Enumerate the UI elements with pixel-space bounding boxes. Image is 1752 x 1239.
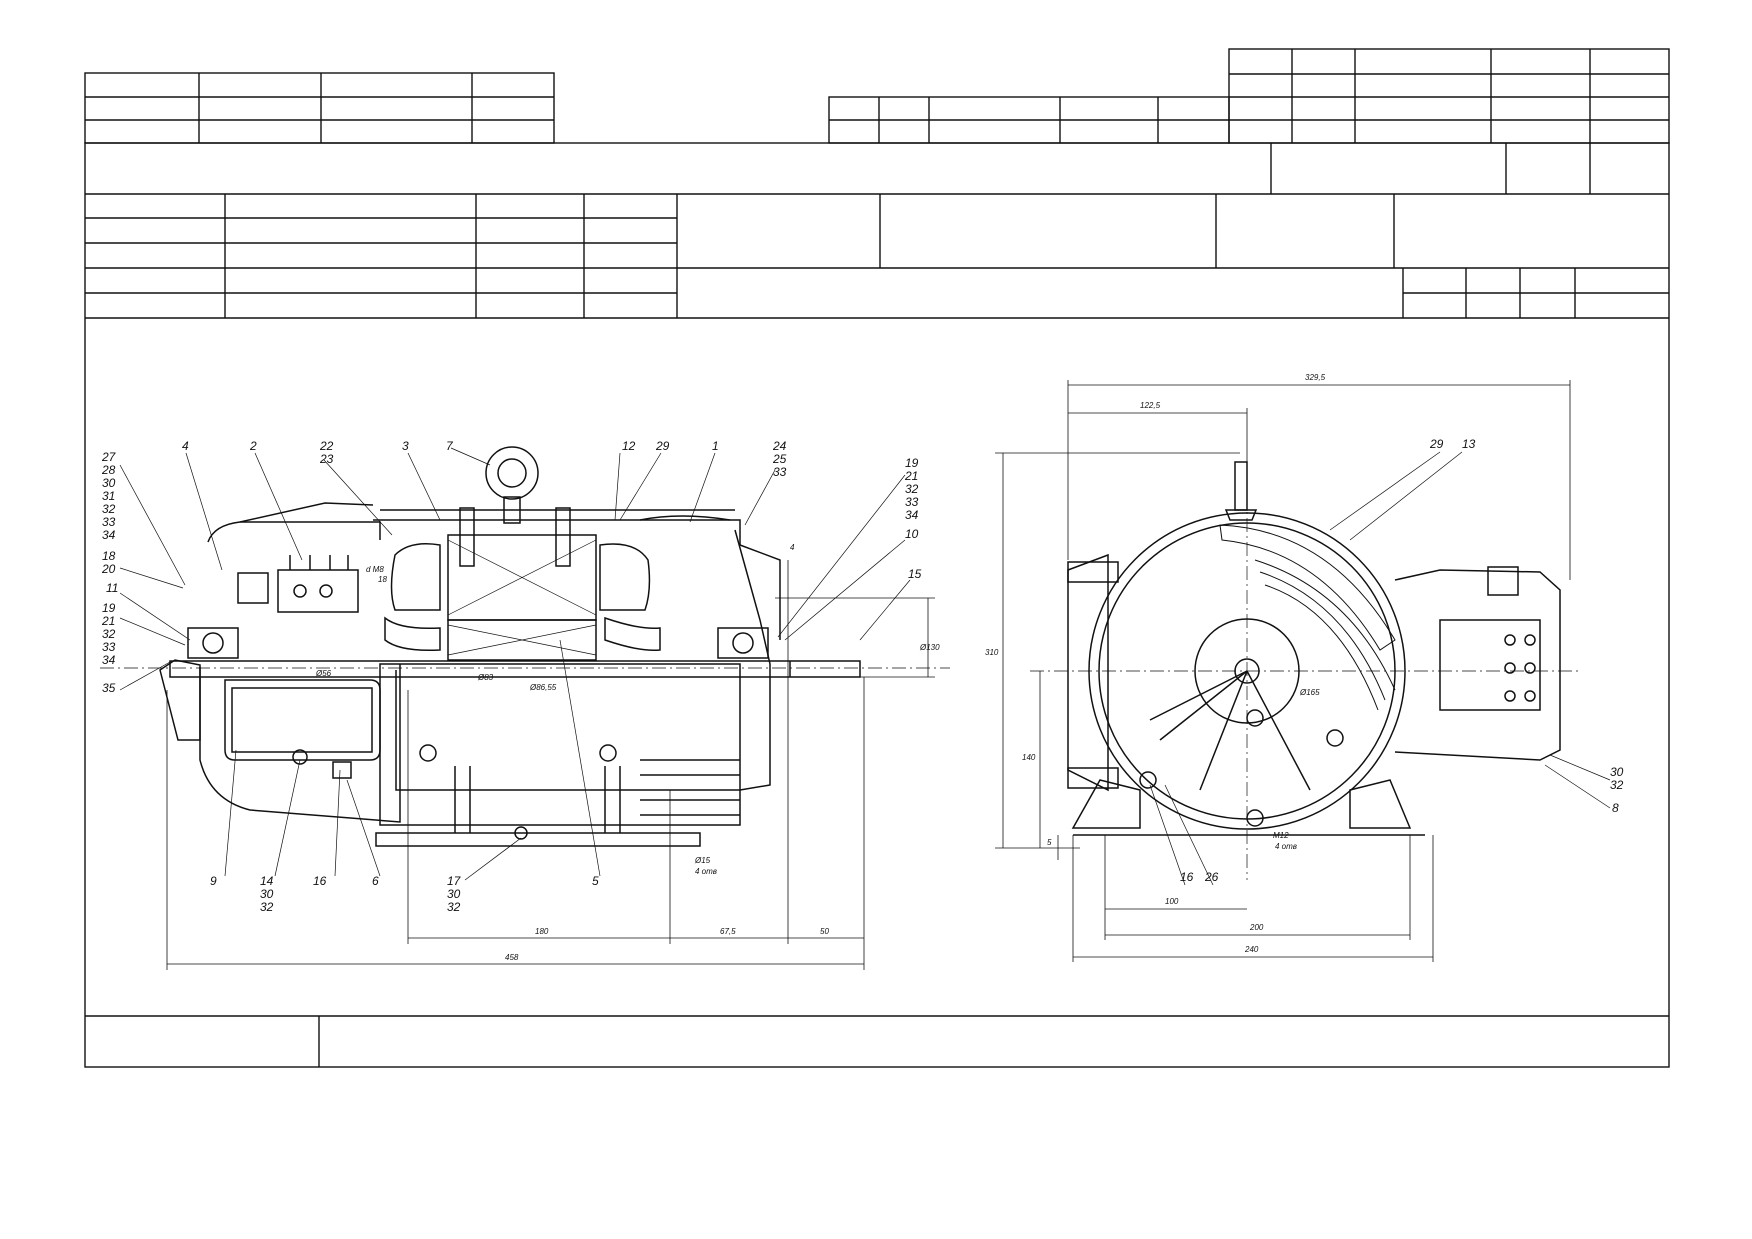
callout-12: 12 [622, 439, 636, 453]
dim-dia-165: Ø165 [1299, 688, 1320, 697]
frame-body [199, 664, 401, 823]
callout-15: 15 [908, 567, 922, 581]
shaft [169, 660, 861, 678]
callout-32c: 32 [102, 627, 116, 641]
callout-29: 29 [655, 439, 670, 453]
callout-24: 24 [772, 439, 787, 453]
base-plate [375, 832, 701, 847]
callout-10: 10 [905, 527, 919, 541]
callout-33c: 33 [905, 495, 919, 509]
dim-4-holes: 4 отв [695, 867, 717, 876]
callout-32b: 32 [905, 482, 919, 496]
callout-33: 33 [102, 515, 116, 529]
callout-end-16: 16 [1180, 870, 1194, 884]
dim-140: 140 [1022, 753, 1036, 762]
callout-end-13: 13 [1462, 437, 1476, 451]
callout-16: 16 [313, 874, 327, 888]
callout-23: 23 [319, 452, 334, 466]
callout-end-29: 29 [1429, 437, 1444, 451]
callout-20: 20 [101, 562, 116, 576]
dim-329-5: 329,5 [1305, 373, 1326, 382]
dim-dia-83: Ø83 [477, 673, 494, 682]
bearing-left [187, 627, 239, 659]
dim-122-5: 122,5 [1140, 401, 1161, 410]
dim-5: 5 [1047, 838, 1052, 847]
dim-d-m8: d M8 [366, 565, 384, 574]
callout-2: 2 [249, 439, 257, 453]
callout-4: 4 [182, 439, 189, 453]
dim-m12: M12 [1273, 831, 1289, 840]
callout-25: 25 [772, 452, 787, 466]
callout-28: 28 [101, 463, 116, 477]
callout-6: 6 [372, 874, 379, 888]
callout-31: 31 [102, 489, 115, 503]
dim-50: 50 [820, 927, 829, 936]
callout-35: 35 [102, 681, 116, 695]
callout-9: 9 [210, 874, 217, 888]
callout-1: 1 [712, 439, 719, 453]
dim-4: 4 [790, 543, 795, 552]
callout-11: 11 [106, 581, 118, 595]
dim-67-5: 67,5 [720, 927, 736, 936]
terminal-block [277, 569, 359, 613]
callout-end-32: 32 [1610, 778, 1624, 792]
callout-30c: 30 [447, 887, 461, 901]
callout-18: 18 [102, 549, 116, 563]
callout-30: 30 [102, 476, 116, 490]
stator-core [447, 534, 597, 621]
callout-34: 34 [102, 528, 116, 542]
winding-end-left [390, 543, 441, 611]
dim-dia-15: Ø15 [694, 856, 711, 865]
callout-3: 3 [402, 439, 409, 453]
end-view: 329,5 122,5 310 140 5 Ø165 M12 4 отв 100… [985, 373, 1624, 962]
foot-left [1071, 779, 1141, 829]
bearing-right [717, 627, 769, 659]
callout-27: 27 [101, 450, 117, 464]
callout-33b: 33 [773, 465, 787, 479]
callout-5: 5 [592, 874, 599, 888]
dim-dia-130: Ø130 [919, 643, 940, 652]
callout-7: 7 [446, 439, 454, 453]
side-sectional-view: 180 67,5 50 458 4 Ø130 Ø15 4 отв Ø56 Ø83… [100, 439, 950, 970]
dim-240: 240 [1244, 945, 1259, 954]
callout-21b: 21 [101, 614, 115, 628]
top-cover [373, 519, 741, 545]
callout-end-26: 26 [1204, 870, 1219, 884]
callout-19b: 19 [102, 601, 116, 615]
foot-right [1349, 779, 1412, 829]
eye-bolt [485, 446, 539, 500]
callout-32: 32 [102, 502, 116, 516]
callout-end-8: 8 [1612, 801, 1619, 815]
callout-34b: 34 [905, 508, 919, 522]
dim-458: 458 [505, 953, 519, 962]
callout-34c: 34 [102, 653, 116, 667]
dim-18: 18 [378, 575, 387, 584]
dim-310: 310 [985, 648, 999, 657]
stator-housing [379, 663, 741, 826]
callout-19: 19 [905, 456, 919, 470]
callout-33d: 33 [102, 640, 116, 654]
callout-30b: 30 [260, 887, 274, 901]
dim-180: 180 [535, 927, 549, 936]
dim-4-holes-end: 4 отв [1275, 842, 1297, 851]
title-block-frame [84, 48, 1670, 1068]
dim-100: 100 [1165, 897, 1179, 906]
terminal-box [1394, 569, 1561, 761]
callout-21: 21 [904, 469, 918, 483]
callout-32e: 32 [447, 900, 461, 914]
callout-22: 22 [319, 439, 334, 453]
callout-32d: 32 [260, 900, 274, 914]
callout-17: 17 [447, 874, 462, 888]
callout-end-30: 30 [1610, 765, 1624, 779]
callout-14: 14 [260, 874, 274, 888]
dim-200: 200 [1249, 923, 1264, 932]
dim-dia-56: Ø56 [315, 669, 332, 678]
dim-dia-86-55: Ø86,55 [529, 683, 557, 692]
winding-end-right [599, 543, 651, 611]
